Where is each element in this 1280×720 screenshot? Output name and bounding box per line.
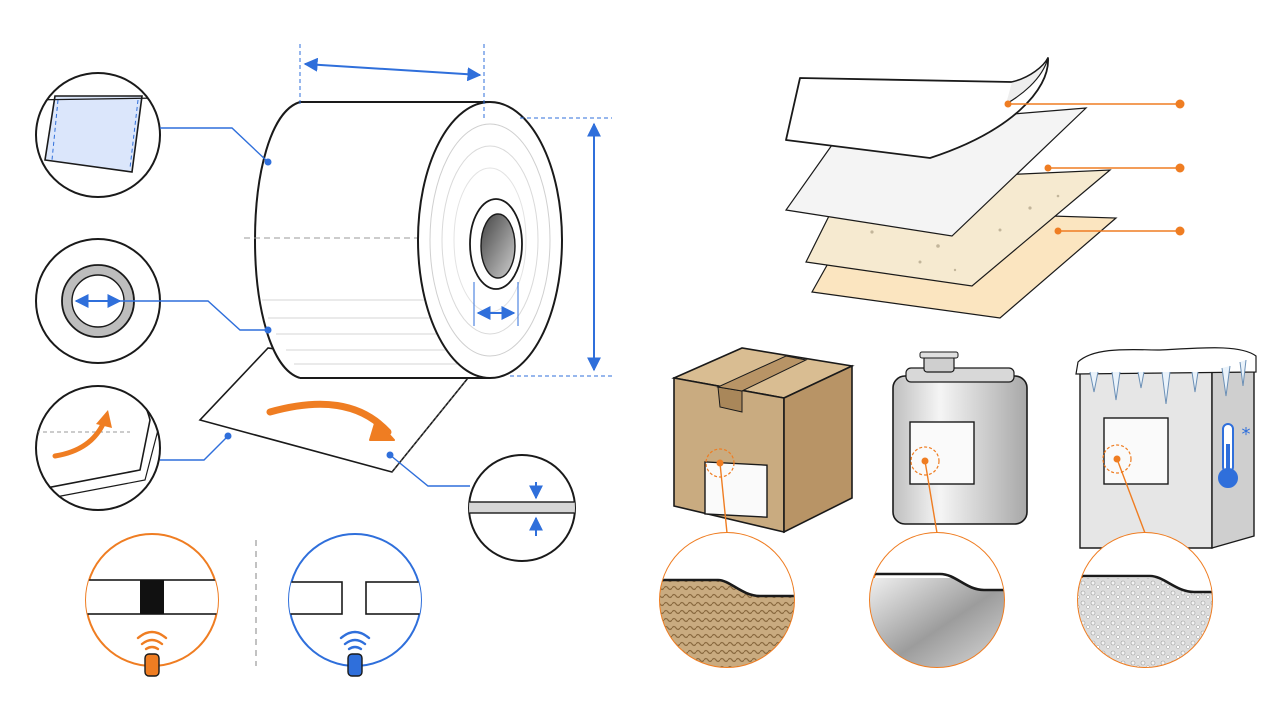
unwind-arrowhead bbox=[369, 419, 395, 441]
leader-peel-edge bbox=[160, 435, 229, 461]
label-roll-icon bbox=[198, 101, 563, 473]
corrugated-surface-detail bbox=[659, 532, 795, 668]
peel-edge-detail bbox=[35, 385, 161, 511]
leader-can bbox=[924, 460, 938, 534]
frosted-surface-detail bbox=[1077, 532, 1213, 668]
black-mark-sensor-detail bbox=[85, 533, 219, 677]
leader-core bbox=[120, 300, 268, 331]
leader-dot bbox=[386, 451, 394, 459]
wireless-sensor-icon bbox=[136, 630, 168, 677]
leader-dot bbox=[224, 432, 232, 440]
wireless-sensor-icon bbox=[339, 630, 371, 677]
core-diameter-dimension bbox=[473, 282, 519, 326]
thermometer-icon: * bbox=[1218, 423, 1251, 488]
leader-box bbox=[719, 462, 728, 534]
label-thickness-detail bbox=[468, 454, 576, 562]
leader-freezer bbox=[1116, 458, 1146, 534]
roll-core-icon bbox=[469, 198, 523, 290]
leader-thickness bbox=[389, 454, 470, 487]
leader-label-face bbox=[160, 127, 269, 163]
metal-can-icon bbox=[892, 351, 1028, 525]
roll-diameter-dimension bbox=[510, 117, 612, 377]
leader-dot bbox=[264, 158, 272, 166]
label-face-detail bbox=[35, 72, 161, 198]
gap-sensor-detail bbox=[288, 533, 422, 677]
metal-surface-detail bbox=[869, 532, 1005, 668]
label-layer-stack-icon bbox=[784, 57, 1118, 319]
leader-dot bbox=[264, 326, 272, 334]
layer-callouts bbox=[1004, 99, 1185, 236]
cardboard-box-icon bbox=[671, 347, 855, 534]
snowflake-icon: * bbox=[1242, 424, 1251, 445]
frozen-container-icon bbox=[1075, 347, 1257, 549]
roll-width-dimension bbox=[299, 44, 485, 118]
